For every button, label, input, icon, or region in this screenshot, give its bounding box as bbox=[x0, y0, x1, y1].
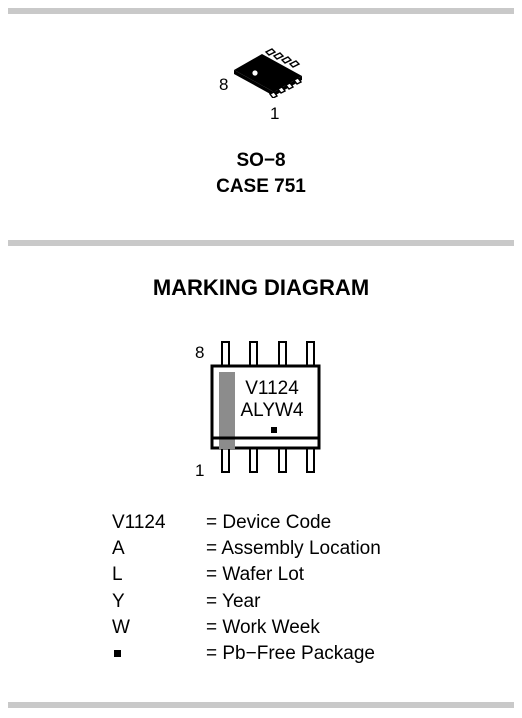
top-lead-2 bbox=[249, 341, 258, 367]
marking-diagram-title: MARKING DIAGRAM bbox=[152, 275, 370, 300]
top-lead-1 bbox=[221, 341, 230, 367]
legend-key bbox=[112, 643, 121, 665]
marking-line1: V1124 bbox=[245, 378, 299, 399]
legend-value: = Device Code bbox=[206, 512, 332, 533]
legend-key: L bbox=[112, 564, 123, 586]
package-pin1-label: 1 bbox=[270, 104, 280, 123]
square-dot-icon bbox=[114, 650, 121, 658]
legend-key: A bbox=[112, 538, 125, 560]
top-divider bbox=[8, 8, 514, 14]
bottom-lead-1 bbox=[221, 447, 230, 473]
legend-value: = Wafer Lot bbox=[206, 564, 305, 586]
pin1-band bbox=[219, 372, 235, 449]
marking-chip bbox=[210, 341, 321, 473]
marking-line2: ALYW4 bbox=[240, 400, 304, 421]
bottom-lead-4 bbox=[306, 447, 315, 473]
package-pin8-label: 8 bbox=[219, 75, 229, 94]
pb-free-dot bbox=[271, 427, 277, 433]
legend-key: Y bbox=[112, 590, 125, 612]
legend-value: = Assembly Location bbox=[206, 538, 381, 560]
marking-pin1-label: 1 bbox=[195, 461, 205, 480]
marking-pin8-label: 8 bbox=[195, 343, 205, 362]
bottom-divider bbox=[8, 702, 514, 708]
bottom-lead-3 bbox=[278, 447, 287, 473]
middle-divider bbox=[8, 240, 514, 246]
package-case: CASE 751 bbox=[216, 176, 306, 197]
package-name: SO−8 bbox=[236, 150, 286, 171]
legend-value: = Year bbox=[206, 590, 261, 612]
top-lead-4 bbox=[306, 341, 315, 367]
legend-value: = Work Week bbox=[206, 616, 320, 638]
so8-package-icon bbox=[234, 48, 303, 98]
legend-key: V1124 bbox=[112, 512, 166, 533]
legend-key: W bbox=[112, 616, 130, 638]
top-lead-3 bbox=[278, 341, 287, 367]
legend-value: = Pb−Free Package bbox=[206, 642, 375, 664]
bottom-lead-2 bbox=[249, 447, 258, 473]
